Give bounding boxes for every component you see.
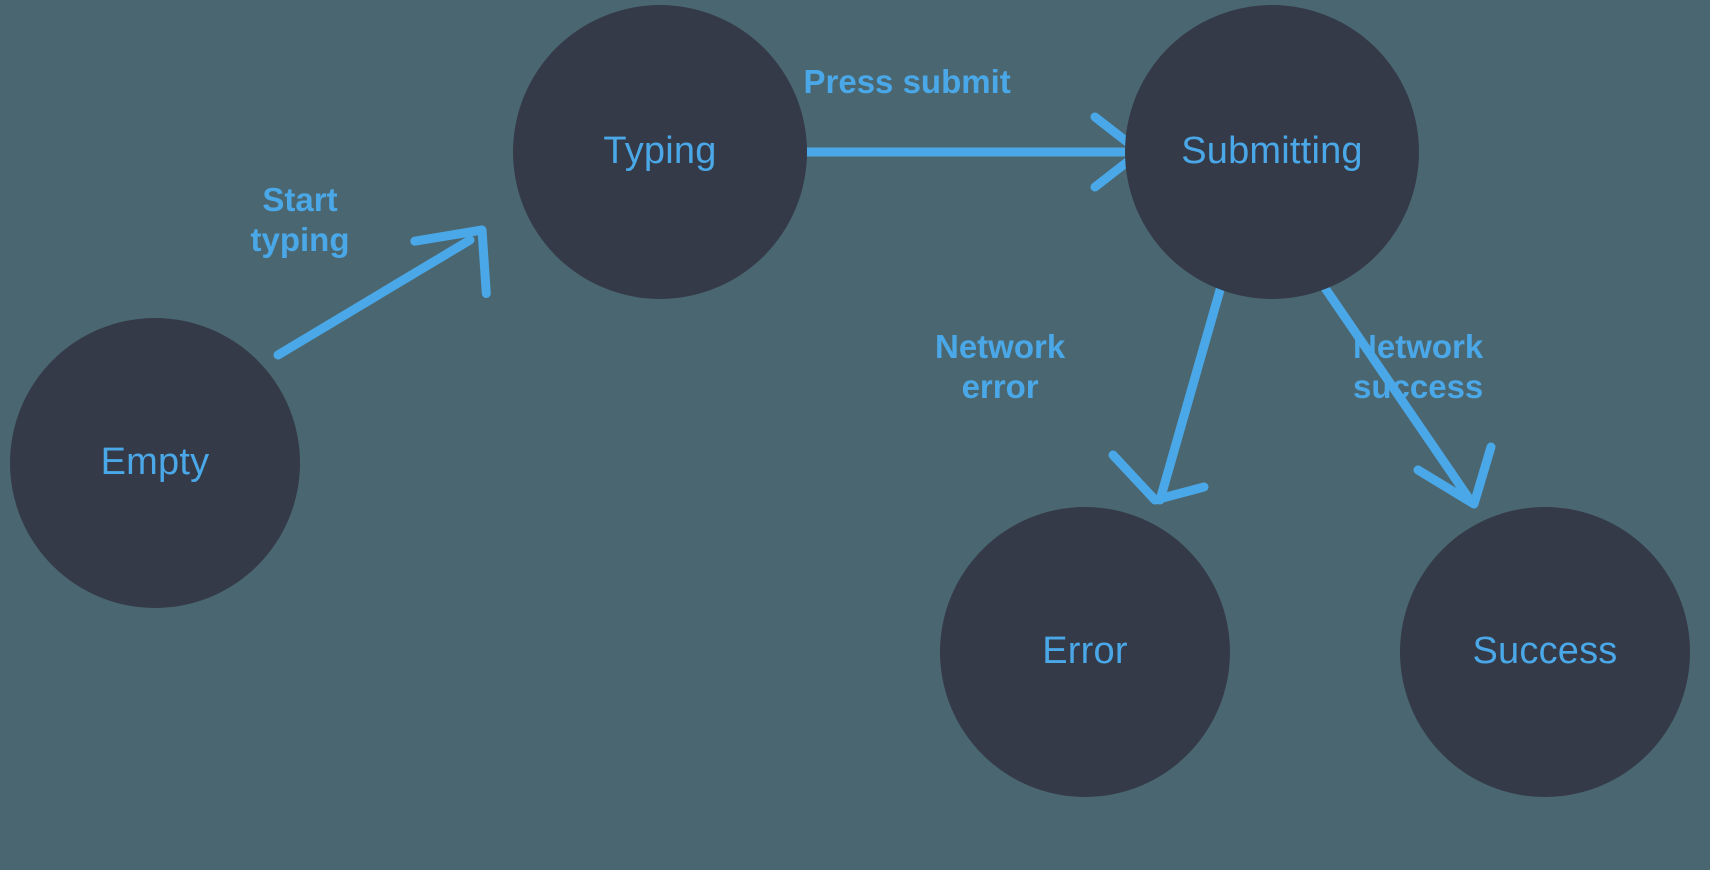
edge-empty-to-typing-arrowhead [410,225,491,298]
edge-label-network-success: Network success [1353,327,1484,405]
state-label-empty: Empty [100,441,210,484]
edge-submitting-to-success-line [1320,283,1475,505]
edge-label-network-error: Network error [935,327,1066,405]
state-node-error[interactable]: Error [940,507,1230,797]
edge-empty-to-typing [273,225,491,360]
state-label-typing: Typing [603,130,717,173]
edge-typing-to-submitting [763,112,1145,192]
state-node-success[interactable]: Success [1400,507,1690,797]
edge-submitting-to-success [1320,283,1496,509]
edge-empty-to-typing-line [273,235,475,360]
state-label-error: Error [1042,630,1128,673]
edge-submitting-to-error [1108,285,1225,505]
state-node-typing[interactable]: Typing [513,5,807,299]
edge-submitting-to-error-line [1155,285,1225,505]
edge-submitting-to-success-arrowhead [1413,442,1496,509]
edge-submitting-to-error-arrowhead [1108,450,1209,505]
state-node-submitting[interactable]: Submitting [1125,5,1419,299]
edge-label-press-submit: Press submit [803,63,1011,100]
state-label-success: Success [1472,630,1618,673]
state-node-empty[interactable]: Empty [10,318,300,608]
state-label-submitting: Submitting [1181,130,1363,173]
edge-label-start-typing: Start typing [250,180,350,258]
